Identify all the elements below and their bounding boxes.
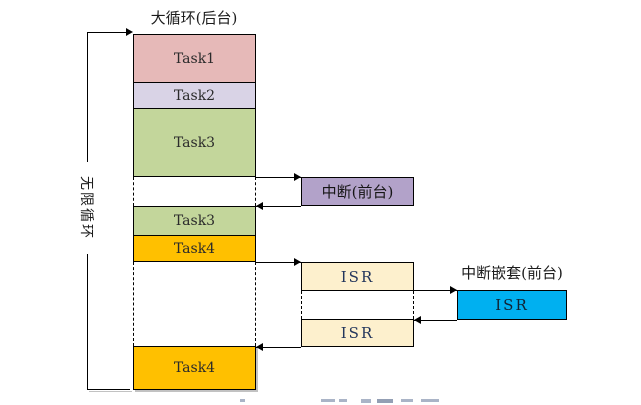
nested-interrupt-caption: 中断嵌套(前台) [461,264,563,282]
task1-label: Task1 [173,50,216,67]
task3-label: Task3 [173,134,216,151]
task4-label: Task4 [173,240,216,257]
nested-isr-box: ISR [457,290,567,320]
interrupt-box: 中断(前台) [301,177,414,206]
interrupt-label: 中断(前台) [321,183,394,201]
isr1-label: ISR [340,267,375,286]
interrupt-return-line [256,206,301,207]
nested-return-arrowhead-icon [414,316,421,324]
isr1-box: ISR [301,262,414,291]
task2-label: Task2 [173,87,216,104]
diagram-title: 大循环(后台) [150,9,238,27]
isr-gap-left-dashed [301,291,302,319]
task3-resume-label: Task3 [173,213,216,229]
loop-arrowhead-icon [126,28,133,36]
caption-remnant [235,399,465,405]
loop-bottom-line [87,389,130,390]
interrupt-entry-line [256,177,301,178]
task2-box: Task2 [133,82,256,109]
nested-entry-arrowhead-icon [450,286,457,294]
gap2-right-dashed [255,262,256,346]
task3-resume-box: Task3 [133,206,256,236]
task4-resume-label: Task4 [173,360,216,376]
gap2-left-dashed [133,262,134,346]
interrupt-entry-arrowhead-icon [294,173,301,181]
interrupt-return-arrowhead-icon [256,202,263,210]
gap1-right-dashed [255,177,256,206]
task3-box: Task3 [133,108,256,177]
isr1-entry-line [256,262,301,263]
isr2-return-line [256,347,301,348]
task1-box: Task1 [133,34,256,83]
nested-return-line [414,320,457,321]
nested-isr-label: ISR [495,296,529,314]
isr-gap-right-dashed [413,291,414,319]
isr1-entry-arrowhead-icon [294,258,301,266]
loop-top-line [87,32,127,33]
task4-resume-box: Task4 [133,346,256,390]
gap1-left-dashed [133,177,134,206]
isr2-label: ISR [340,324,375,342]
isr2-box: ISR [301,319,414,347]
task4-box: Task4 [133,235,256,262]
nested-entry-line [414,290,457,291]
isr2-return-arrowhead-icon [256,343,263,351]
infinite-loop-label: 无限循环 [76,162,98,254]
